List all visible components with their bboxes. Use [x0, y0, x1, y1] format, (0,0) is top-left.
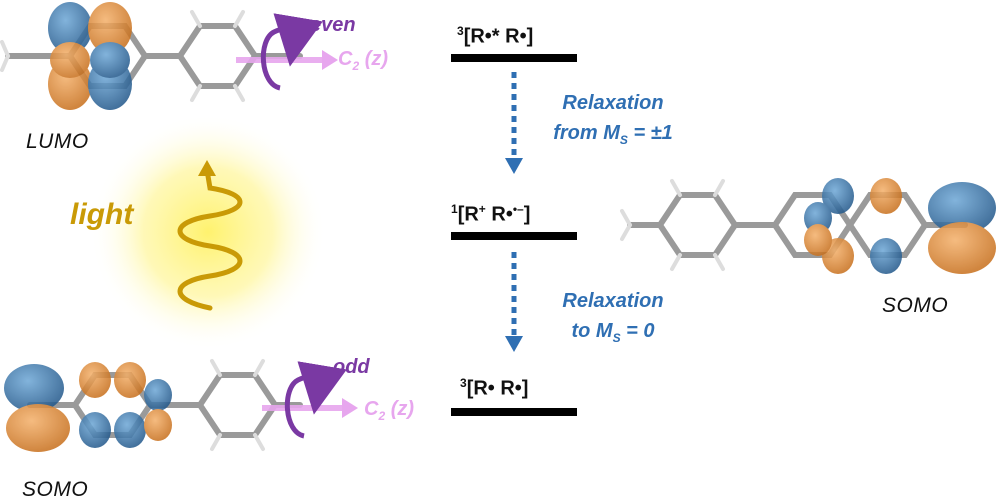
- somo-right-molecule: [620, 178, 996, 274]
- energy-level-bottom: [451, 408, 577, 416]
- state-top-label: 3[R•* R•]: [457, 24, 534, 48]
- symmetry-odd-label: odd: [333, 356, 370, 378]
- relaxation-2-line2: to MS = 0: [571, 320, 655, 345]
- c2-axis-top-arrowhead: [322, 50, 338, 70]
- somo-lobe: [144, 379, 172, 411]
- somo-lobe: [79, 362, 111, 398]
- somo-lobe: [6, 404, 70, 452]
- relaxation-1-line1: Relaxation: [562, 92, 664, 114]
- c2-axis-bottom-label: C2 (z): [364, 398, 415, 423]
- somo-lobe: [79, 412, 111, 448]
- lumo-molecule: [0, 2, 338, 110]
- relaxation-arrows: [505, 72, 523, 352]
- relaxation-arrow-2-head: [505, 336, 523, 352]
- relaxation-2-line1: Relaxation: [562, 290, 664, 312]
- c2-axis-top-label: C2 (z): [338, 48, 389, 73]
- somo-lobe: [804, 224, 832, 256]
- energy-levels: [451, 54, 577, 416]
- rotation-arrow-top-icon: [260, 13, 323, 91]
- somo-right-label: SOMO: [882, 294, 949, 317]
- somo-lobe: [928, 222, 996, 274]
- c2-axis-bottom-arrowhead: [342, 398, 358, 418]
- light-label: light: [70, 198, 134, 231]
- somo-lobe: [804, 202, 832, 234]
- somo-bottom-label: SOMO: [22, 478, 89, 501]
- somo-lobe: [144, 409, 172, 441]
- light-glow: [90, 114, 326, 350]
- relaxation-2-label: Relaxation to MS = 0: [538, 286, 688, 353]
- light-excitation: [90, 114, 326, 350]
- somo-lobe: [114, 362, 146, 398]
- somo-lobe: [870, 238, 902, 274]
- somo-lobe: [822, 178, 854, 214]
- somo-bottom-molecule: [4, 359, 358, 452]
- symmetry-even-label: even: [310, 14, 356, 36]
- somo-lobe: [114, 412, 146, 448]
- lumo-label: LUMO: [26, 130, 89, 153]
- somo-lobe: [928, 182, 996, 234]
- relaxation-arrow-1-head: [505, 158, 523, 174]
- relaxation-1-label: Relaxation from MS = ±1: [538, 88, 688, 155]
- lumo-lobe: [50, 42, 90, 78]
- rotation-arrow-bottom-icon: [284, 361, 347, 439]
- state-middle-label: 1[R+ R••–]: [451, 202, 531, 226]
- relaxation-1-line2: from MS = ±1: [553, 122, 673, 147]
- lumo-lobe: [88, 2, 132, 54]
- state-bottom-label: 3[R• R•]: [460, 376, 529, 400]
- lumo-lobe: [90, 42, 130, 78]
- photon-arrowhead-icon: [198, 160, 216, 176]
- somo-lobe: [4, 364, 64, 412]
- energy-level-middle: [451, 232, 577, 240]
- somo-lobe: [870, 178, 902, 214]
- lumo-lobe: [48, 2, 92, 54]
- energy-level-top: [451, 54, 577, 62]
- photon-wave-icon: [177, 167, 243, 311]
